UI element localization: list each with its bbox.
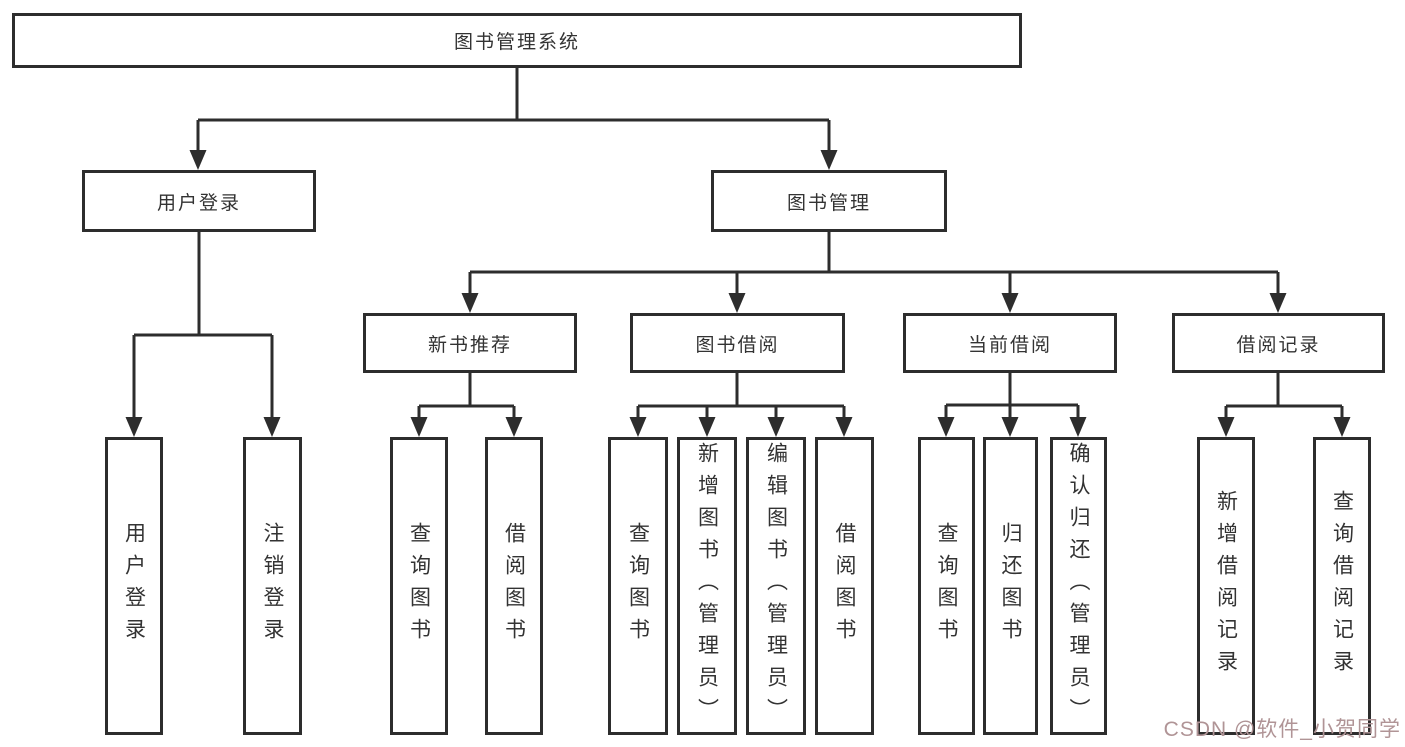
leaf-confirm-return-admin-label: 确认归还（管理员） xyxy=(1067,442,1090,730)
leaf-borrow-book-2-label: 借阅图书 xyxy=(833,522,856,650)
arrowhead-icon xyxy=(728,293,746,313)
connector-root-to-level2 xyxy=(198,68,829,122)
node-root: 图书管理系统 xyxy=(12,13,1022,68)
leaf-query-borrow-record-label: 查询借阅记录 xyxy=(1330,490,1354,682)
arrowhead-icon xyxy=(1001,417,1019,437)
arrowhead-icon xyxy=(1069,417,1087,437)
arrowhead-icon xyxy=(698,417,716,437)
arrowhead-icon xyxy=(125,417,143,437)
arrowhead-icon xyxy=(1217,417,1235,437)
leaf-borrow-book-2: 借阅图书 xyxy=(815,437,874,735)
connector-bookborrow-to-leaves xyxy=(638,373,844,408)
leaf-edit-book-admin-label: 编辑图书（管理员） xyxy=(764,442,788,730)
connector-currentborrow-to-leaves xyxy=(946,373,1078,407)
node-new-book-recommend: 新书推荐 xyxy=(363,313,577,373)
arrowhead-icon xyxy=(410,417,428,437)
node-borrow-record: 借阅记录 xyxy=(1172,313,1385,373)
node-root-label: 图书管理系统 xyxy=(453,32,580,53)
leaf-query-book-1: 查询图书 xyxy=(390,437,448,735)
arrowhead-icon xyxy=(629,417,647,437)
arrowhead-icon xyxy=(937,417,955,437)
leaf-query-book-2-label: 查询图书 xyxy=(626,522,650,650)
arrowhead-icon xyxy=(461,293,479,313)
arrowhead-icon xyxy=(1333,417,1351,437)
arrowhead-icon xyxy=(189,150,207,170)
leaf-return-book-label: 归还图书 xyxy=(999,522,1022,650)
leaf-query-borrow-record: 查询借阅记录 xyxy=(1313,437,1371,735)
leaf-query-book-2: 查询图书 xyxy=(608,437,668,735)
leaf-query-book-3: 查询图书 xyxy=(918,437,975,735)
connector-bookmgmt-to-level3 xyxy=(470,232,1278,274)
arrowhead-icon xyxy=(835,417,853,437)
connector-newbookrec-to-leaves xyxy=(419,373,514,408)
leaf-add-book-admin: 新增图书（管理员） xyxy=(677,437,737,735)
arrowhead-icon xyxy=(505,417,523,437)
leaf-return-book: 归还图书 xyxy=(983,437,1038,735)
leaf-confirm-return-admin: 确认归还（管理员） xyxy=(1050,437,1107,735)
arrowhead-icon xyxy=(820,150,838,170)
leaf-logout-label: 注销登录 xyxy=(261,522,284,650)
leaf-user-login-label: 用户登录 xyxy=(122,522,146,650)
connector-userlogin-to-leaves xyxy=(134,232,272,337)
leaf-query-book-3-label: 查询图书 xyxy=(935,522,958,650)
node-user-login: 用户登录 xyxy=(82,170,316,232)
leaf-user-login: 用户登录 xyxy=(105,437,163,735)
leaf-add-book-admin-label: 新增图书（管理员） xyxy=(695,442,719,730)
node-book-borrow-label: 图书借阅 xyxy=(695,334,780,356)
watermark: CSDN @软件_小贺同学 xyxy=(1163,718,1401,741)
leaf-logout: 注销登录 xyxy=(243,437,302,735)
node-book-borrow: 图书借阅 xyxy=(630,313,845,373)
node-book-management: 图书管理 xyxy=(711,170,947,232)
leaf-borrow-book-1-label: 借阅图书 xyxy=(502,522,526,650)
node-borrow-record-label: 借阅记录 xyxy=(1236,334,1321,356)
arrowhead-icon xyxy=(263,417,281,437)
arrowhead-icon xyxy=(1001,293,1019,313)
node-current-borrow: 当前借阅 xyxy=(903,313,1117,373)
arrowhead-icon xyxy=(1269,293,1287,313)
node-current-borrow-label: 当前借阅 xyxy=(967,334,1052,356)
leaf-edit-book-admin: 编辑图书（管理员） xyxy=(746,437,806,735)
leaf-borrow-book-1: 借阅图书 xyxy=(485,437,543,735)
leaf-add-borrow-record: 新增借阅记录 xyxy=(1197,437,1255,735)
leaf-query-book-1-label: 查询图书 xyxy=(407,522,431,650)
node-new-book-recommend-label: 新书推荐 xyxy=(427,334,512,356)
connector-borrowrecord-to-leaves xyxy=(1226,373,1342,408)
leaf-add-borrow-record-label: 新增借阅记录 xyxy=(1214,490,1238,682)
arrowhead-icon xyxy=(767,417,785,437)
node-user-login-label: 用户登录 xyxy=(156,192,241,214)
node-book-management-label: 图书管理 xyxy=(786,192,871,214)
